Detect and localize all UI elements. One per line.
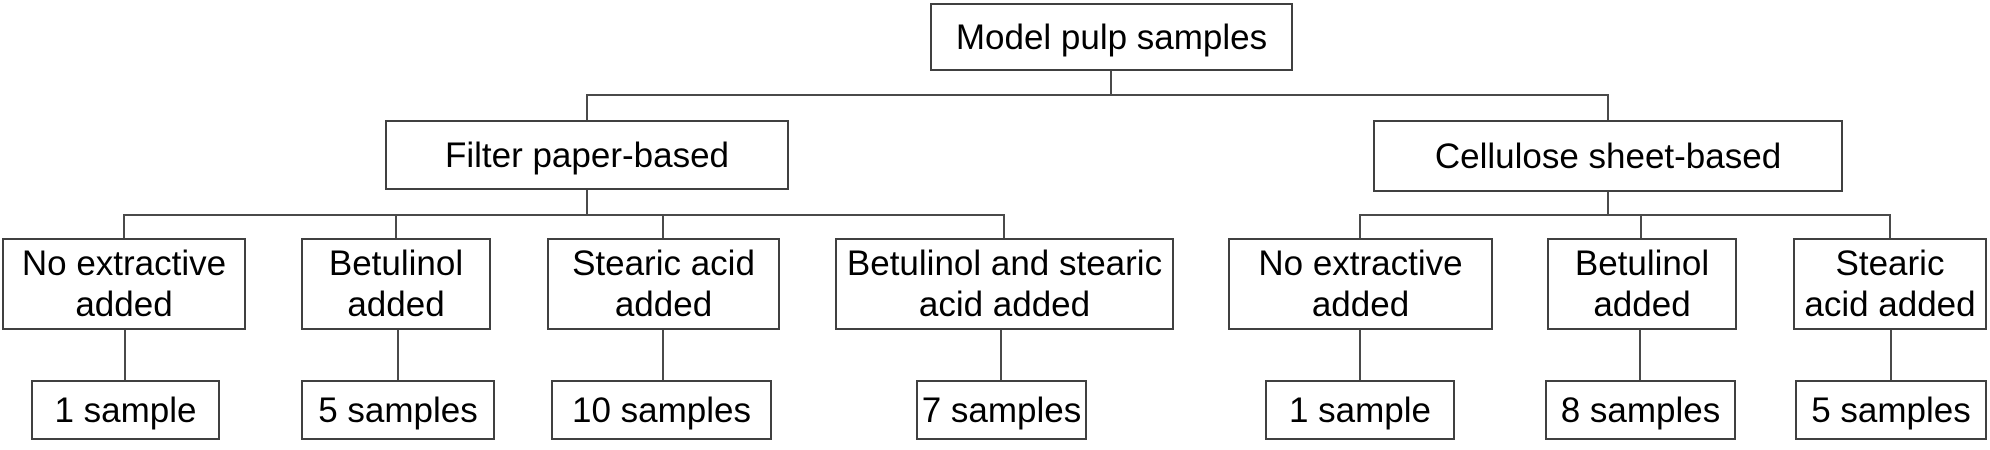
- node-root: Model pulp samples: [930, 3, 1293, 71]
- node-fp-betulinol-and-stearic: Betulinol and stearic acid added: [835, 238, 1174, 330]
- node-cs-betulinol: Betulinol added: [1547, 238, 1737, 330]
- node-fp-betulinol-count: 5 samples: [301, 380, 495, 440]
- node-filter-paper-based: Filter paper-based: [385, 120, 789, 190]
- node-cellulose-sheet-based: Cellulose sheet-based: [1373, 120, 1843, 192]
- connector-line: [662, 214, 664, 240]
- connector-line: [1359, 214, 1891, 216]
- connector-line: [1890, 330, 1892, 380]
- connector-line: [1110, 71, 1112, 96]
- connector-line: [397, 330, 399, 380]
- connector-line: [124, 330, 126, 380]
- node-fp-no-extractive: No extractive added: [2, 238, 246, 330]
- connector-line: [1000, 330, 1002, 380]
- node-cs-no-extractive: No extractive added: [1228, 238, 1493, 330]
- connector-line: [1359, 330, 1361, 380]
- connector-line: [1640, 214, 1642, 240]
- connector-line: [586, 190, 588, 216]
- node-fp-stearic-acid-count: 10 samples: [551, 380, 772, 440]
- node-fp-stearic-acid: Stearic acid added: [547, 238, 780, 330]
- connector-line: [586, 94, 1609, 96]
- node-fp-no-extractive-count: 1 sample: [31, 380, 220, 440]
- connector-line: [123, 214, 1005, 216]
- connector-line: [1607, 192, 1609, 216]
- connector-line: [123, 214, 125, 240]
- connector-line: [1889, 214, 1891, 240]
- connector-line: [395, 214, 397, 240]
- node-cs-stearic-acid: Stearic acid added: [1793, 238, 1987, 330]
- node-fp-betulinol: Betulinol added: [301, 238, 491, 330]
- connector-line: [662, 330, 664, 380]
- connector-line: [1639, 330, 1641, 380]
- connector-line: [586, 94, 588, 122]
- node-cs-betulinol-count: 8 samples: [1545, 380, 1736, 440]
- connector-line: [1359, 214, 1361, 240]
- node-cs-stearic-acid-count: 5 samples: [1795, 380, 1987, 440]
- node-cs-no-extractive-count: 1 sample: [1265, 380, 1455, 440]
- connector-line: [1003, 214, 1005, 240]
- node-fp-betulinol-and-stearic-count: 7 samples: [916, 380, 1087, 440]
- connector-line: [1607, 94, 1609, 122]
